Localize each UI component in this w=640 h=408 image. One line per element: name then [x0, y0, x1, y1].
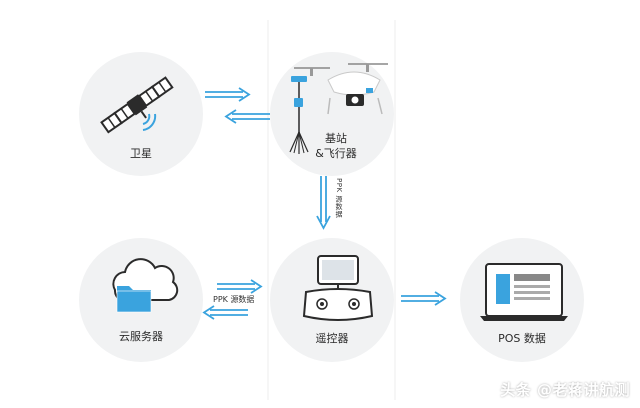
watermark: 头条 @老蒋讲航测: [500, 381, 630, 399]
cloud-server-node: 云服务器: [79, 238, 203, 362]
cloud-to-remote-arrow: [217, 279, 263, 294]
remote-to-pos-arrow: [401, 291, 447, 306]
ppk-source-data-horizontal-label: PPK 源数据: [213, 295, 255, 304]
base-station-label-line1: 基站: [325, 132, 347, 145]
cloud-server-label: 云服务器: [119, 330, 163, 343]
remote-controller-icon: [302, 255, 374, 321]
base-to-remote-arrow: [316, 176, 331, 230]
satellite-label: 卫星: [130, 147, 152, 160]
base-station-node: 基站 &飞行器: [270, 52, 394, 176]
remote-controller-node: 遥控器: [270, 238, 394, 362]
laptop-icon: [480, 263, 568, 321]
base-station-label-line2: &飞行器: [315, 147, 357, 160]
remote-controller-label: 遥控器: [315, 332, 349, 345]
satellite-node: 卫星: [79, 52, 203, 176]
satellite-to-base-arrow: [205, 87, 251, 102]
drone-icon: [289, 63, 388, 154]
pos-data-node: POS 数据: [460, 238, 584, 362]
ppk-source-data-vertical-label: PPK 源数据: [335, 178, 343, 218]
satellite-icon: [100, 76, 174, 134]
pos-data-label: POS 数据: [498, 332, 546, 345]
base-to-satellite-arrow: [224, 109, 270, 124]
cloud-folder-icon: [112, 258, 179, 313]
remote-to-cloud-arrow: [202, 305, 248, 320]
